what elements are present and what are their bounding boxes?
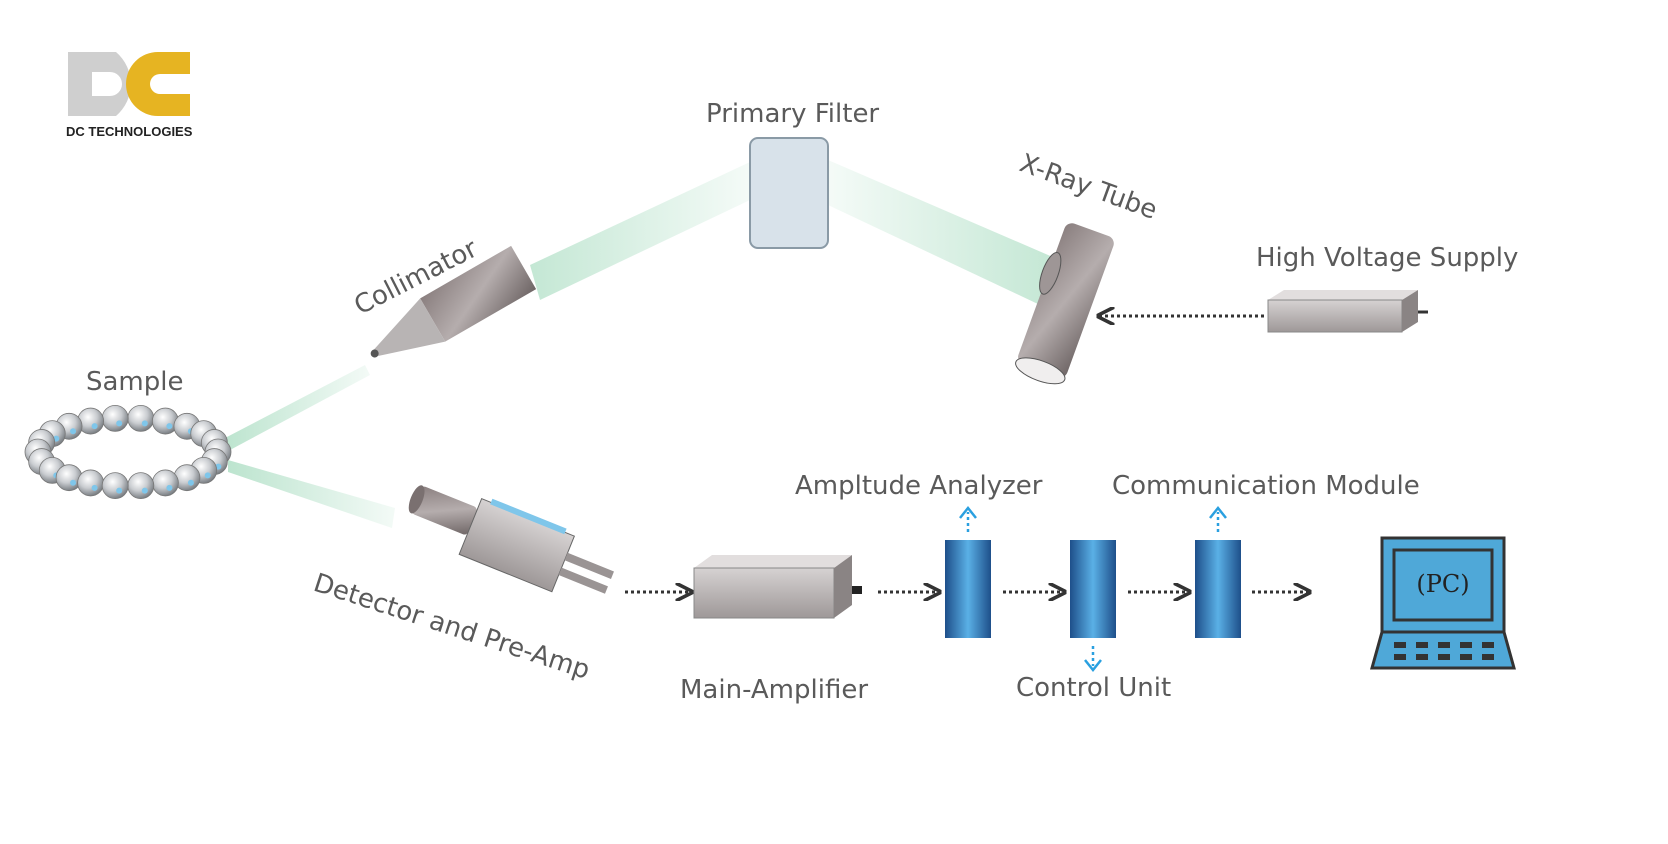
xray-tube — [1015, 223, 1114, 385]
bead-highlight — [204, 472, 211, 479]
label-xray-tube: X-Ray Tube — [1016, 148, 1161, 225]
label-communication-module: Communication Module — [1112, 471, 1420, 501]
bracelet-bead — [151, 469, 179, 497]
bracelet-bead — [101, 404, 129, 432]
bead-highlight — [116, 487, 123, 494]
pc-laptop — [1370, 536, 1516, 670]
keyboard-key — [1482, 654, 1494, 660]
bead-highlight — [70, 479, 77, 486]
keyboard-key — [1416, 654, 1428, 660]
keyboard-key — [1394, 654, 1406, 660]
bead-highlight — [70, 428, 77, 435]
keyboard-keys — [1394, 642, 1494, 660]
label-primary-filter: Primary Filter — [706, 99, 879, 129]
sample-bracelet — [24, 404, 232, 500]
keyboard-key — [1460, 642, 1472, 648]
keyboard-key — [1482, 642, 1494, 648]
label-control-unit: Control Unit — [1016, 673, 1171, 703]
beam-collimator-to-sample — [225, 365, 370, 450]
main-amplifier — [693, 555, 862, 619]
logo: DC TECHNOLOGIES — [66, 52, 193, 139]
arrow-up-amplitude — [959, 505, 977, 532]
label-amplitude-analyzer: Ampltude Analyzer — [795, 471, 1043, 501]
keyboard-key — [1438, 642, 1450, 648]
bead-highlight — [141, 420, 148, 427]
primary-filter — [749, 137, 829, 249]
label-hv-supply: High Voltage Supply — [1256, 243, 1518, 273]
bracelet-bead — [101, 472, 129, 500]
beam-tube-to-filter — [828, 160, 1055, 305]
collimator — [370, 245, 537, 358]
communication-module — [1195, 540, 1241, 638]
beam-filter-to-collimator — [530, 162, 750, 300]
logo-c-shape — [126, 52, 190, 116]
bead-highlight — [166, 423, 173, 430]
logo-d-shape — [68, 52, 131, 116]
bead-highlight — [141, 487, 148, 494]
bead-highlight — [166, 484, 173, 491]
bracelet-bead — [127, 472, 155, 500]
detector — [408, 485, 614, 594]
label-pc: (PC) — [1416, 570, 1469, 598]
amplitude-analyzer-module — [945, 540, 991, 638]
keyboard-key — [1438, 654, 1450, 660]
hv-supply — [1267, 290, 1428, 333]
bead-highlight — [187, 479, 194, 486]
label-main-amplifier: Main-Amplifier — [680, 675, 868, 705]
arrow-up-comm — [1209, 505, 1227, 532]
bracelet-bead — [127, 404, 155, 432]
bead-highlight — [91, 423, 98, 430]
keyboard-key — [1394, 642, 1406, 648]
bracelet-bead — [77, 469, 105, 497]
beam-sample-to-detector — [228, 460, 395, 528]
label-sample: Sample — [86, 367, 184, 397]
keyboard-key — [1460, 654, 1472, 660]
bead-highlight — [91, 484, 98, 491]
arrow-down-control — [1084, 646, 1102, 673]
bead-highlight — [116, 420, 123, 427]
control-unit-module — [1070, 540, 1116, 638]
keyboard-key — [1416, 642, 1428, 648]
logo-company-name: DC TECHNOLOGIES — [66, 124, 193, 139]
